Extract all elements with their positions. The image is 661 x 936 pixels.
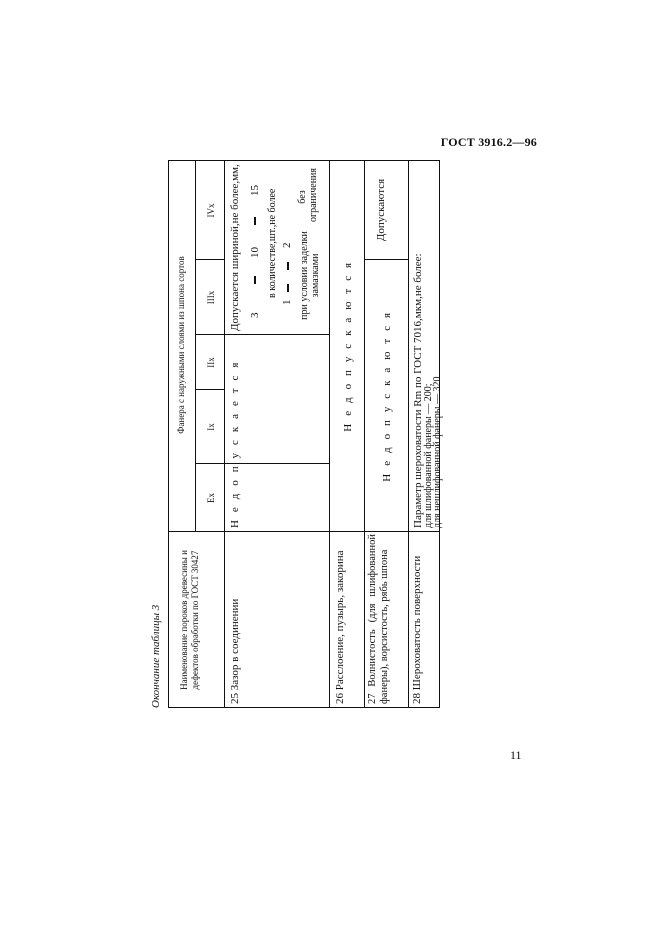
row-25-unlimited: без ограничения (297, 167, 319, 222)
rotated-table-region: Окончание таблицы 3 Наименование пороков… (150, 159, 443, 708)
row-28-unsanded: для нешлифованной фанеры — 320 (432, 376, 443, 529)
grade-ivx: IVx (206, 203, 216, 218)
row-27-allowed: Допускаются (375, 178, 387, 242)
group-header: Фанера с наружными слоями из шпона сорто… (176, 256, 186, 434)
defects-table: Наименование пороков древесины и дефекто… (168, 159, 443, 708)
defect-column-header: Наименование пороков древесины и дефекто… (179, 550, 200, 690)
row-25-condition: при условии заделки замазками (299, 231, 321, 320)
row-25-name: 25 Зазор в соединении (229, 598, 241, 704)
row-27-not-allowed: Н е д о п у с к а ю т с я (381, 310, 393, 482)
row-26-name: 26 Расслоение, пузырь, закорина (334, 550, 346, 704)
row-25-width-iiix: 10 (249, 247, 261, 258)
doc-code: ГОСТ 3916.2—96 (440, 135, 537, 149)
grade-ex: Ex (206, 493, 216, 503)
row-25-width-iix: 3 (249, 312, 261, 319)
page-number: 11 (510, 748, 522, 762)
grade-iix: IIx (206, 357, 216, 368)
row-27-name: 27 Волнистость (для шлифованной фанеры),… (367, 534, 390, 704)
grade-iiix: IIIx (206, 290, 216, 305)
row-25-count-iiix: 2 (281, 242, 293, 249)
row-25-width-ivx: 15 (249, 185, 261, 196)
row-25-allowed-width: Допускается шириной,не более,мм, (229, 164, 241, 331)
row-25-not-allowed: Н е д о п у с к а е т с я (229, 359, 241, 528)
grade-ix: Ix (206, 423, 216, 431)
row-25-count-iix: 1 (281, 299, 293, 306)
row-25-count-label: в количестве,шт.,не более (267, 188, 278, 298)
row-26-not-allowed: Н е д о п у с к а ю т с я (342, 260, 354, 432)
table-caption: Окончание таблицы 3 (150, 604, 162, 708)
row-28-name: 28 Шероховатость поверхности (411, 555, 423, 704)
